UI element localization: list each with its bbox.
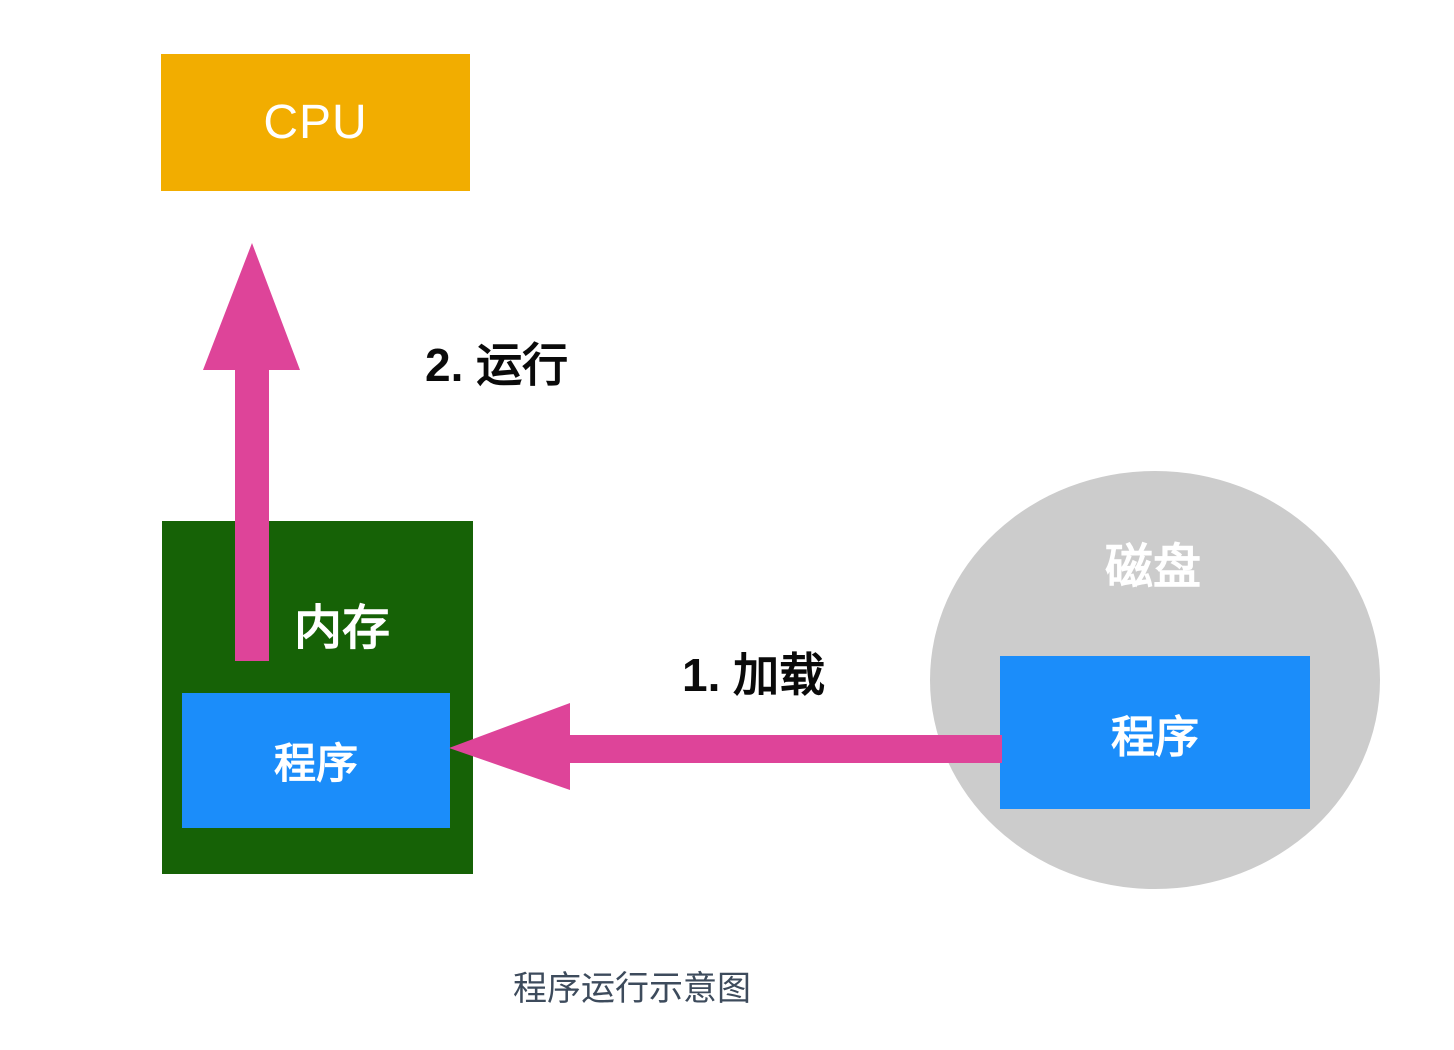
disk-node-label: 磁盘 [1105, 541, 1202, 594]
disk-program-label: 程序 [1111, 712, 1199, 762]
cpu-node: CPU [161, 54, 470, 191]
memory-node-label: 内存 [294, 602, 391, 655]
run-step-label: 2. 运行 [425, 339, 569, 391]
memory-program-label: 程序 [273, 740, 358, 787]
diagram-caption: 程序运行示意图 [513, 970, 751, 1008]
disk-program-node: 程序 [1000, 656, 1310, 809]
load-step-label: 1. 加载 [682, 649, 826, 701]
cpu-node-label: CPU [263, 96, 368, 149]
memory-program-node: 程序 [182, 693, 450, 828]
load-arrow-icon [449, 703, 1002, 790]
